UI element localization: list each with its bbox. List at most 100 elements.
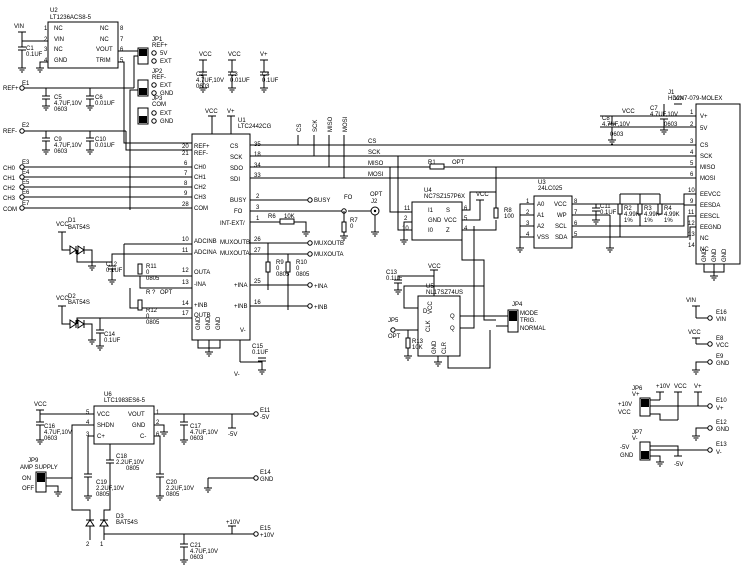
u2-pin1-num: 1 <box>44 26 48 32</box>
u1-pin3-num: 3 <box>256 205 260 211</box>
e16-ref: E16 <box>716 310 727 316</box>
u1-pin21-name: REF- <box>194 151 208 157</box>
bus-cs: CS <box>297 124 303 132</box>
j1-pin3-name: CS <box>700 143 708 149</box>
u1-pin11-name: ADCINA <box>194 250 217 256</box>
u6-pin3-name: C+ <box>97 434 105 440</box>
u3-pin6-name: SCL <box>555 224 567 230</box>
u5-pin-qbar: Q <box>450 326 455 332</box>
j1-gnd-2: GND <box>712 248 718 262</box>
jp5-label: OPT <box>388 334 401 340</box>
jp9-amp-supply: JP9 AMP SUPPLY ON OFF <box>20 458 72 497</box>
u1-pin25-num: 25 <box>254 279 261 285</box>
jp3-label: COM <box>152 102 166 108</box>
j1-pin4-num: 4 <box>690 150 694 156</box>
c11-ref: C11 <box>600 204 611 210</box>
ch3-net: CH3 <box>3 196 16 202</box>
u1-pin16-num: 16 <box>254 300 261 306</box>
j1-pin9-name: EESDA <box>700 203 720 209</box>
j1-header: J1 HD2X7-079-MOLEX 1 V+ 2 5V 3 CS 4 SCK … <box>600 90 741 281</box>
u5-ref: U5 <box>426 284 434 290</box>
j1-pin11-num: 11 <box>688 210 695 216</box>
c3-rail: VCC <box>228 52 241 58</box>
c2-rail: VCC <box>199 52 212 58</box>
u2-pin6-num: 6 <box>120 47 124 53</box>
jp6-rail1: +10V <box>656 384 670 390</box>
e9-ref: E9 <box>716 354 724 360</box>
u4-pin6-name: S <box>446 208 450 214</box>
c20-pkg: 0805 <box>166 492 180 498</box>
u1-pin11-num: 11 <box>182 248 189 254</box>
c16-pkg: 0603 <box>44 436 58 442</box>
r12-pkg: 0805 <box>146 320 160 326</box>
jp6-a: +10V <box>618 402 632 408</box>
u1-pin14-num: 14 <box>182 301 189 307</box>
u3-pin7-num: 7 <box>574 210 578 216</box>
u1-pin10-name: ADCINB <box>194 239 217 245</box>
u5-vcc-rail: VCC <box>428 264 441 270</box>
u1-pin9-name: CH3 <box>194 195 207 201</box>
d3-ref: D3 <box>116 514 124 520</box>
u1-pin7-num: 7 <box>184 171 188 177</box>
u1-bottom-gnd-1: GND <box>196 316 202 330</box>
c13-value: 0.1UF <box>386 276 403 282</box>
u6-pin5-num: 5 <box>86 410 90 416</box>
u1-pin1-num: 1 <box>256 216 260 222</box>
u4-pin11-num: 11 <box>404 206 411 212</box>
r10-pkg: 0805 <box>296 272 310 278</box>
u3-pin7-name: WP <box>557 213 567 219</box>
u1-pin17-num: 17 <box>182 311 189 317</box>
jp3-ref: JP3 <box>152 96 163 102</box>
u2-pin5-name: TRIM <box>96 58 111 64</box>
jp6-rail2: VCC <box>674 384 687 390</box>
c7-pkg: 0603 <box>664 122 678 128</box>
e14-ref: E14 <box>260 470 271 476</box>
c8-value: 4.7UF,10V <box>602 122 630 128</box>
c5-ref: C5 <box>54 95 62 101</box>
c20-value: 2.2UF,10V <box>166 486 194 492</box>
u2-ref: U2 <box>50 8 58 14</box>
u1-pin16-name: +INB <box>234 304 248 310</box>
u3-pin8-name: VCC <box>554 202 567 208</box>
r9-value: 0 <box>276 266 280 272</box>
ch0-net: CH0 <box>3 166 16 172</box>
jp2-label: REF- <box>152 75 166 81</box>
vin-rail-label: VIN <box>686 298 696 304</box>
j1-pin2-name: 5V <box>700 126 707 132</box>
e7-ref: E7 <box>22 201 30 207</box>
top-decoupling: VCC C2 4.7UF,10V 0603 VCC C3 0.01UF V+ C… <box>196 52 279 93</box>
u1-pin18-num: 18 <box>254 152 261 158</box>
u1-top-vplus: V+ <box>227 109 235 115</box>
e13-net: V- <box>716 450 722 456</box>
u4-pin6-num: 6 <box>464 206 468 212</box>
jp7-rail: -5V <box>674 462 683 468</box>
e3-ref: E3 <box>22 160 30 166</box>
net-miso: MISO <box>368 161 384 167</box>
u1-pin27-num: 27 <box>254 248 261 254</box>
e1-ref: E1 <box>22 81 30 87</box>
c17-value: 4.7UF,10V <box>190 430 218 436</box>
c18-ref: C18 <box>116 454 128 460</box>
u1-pin26-num: 26 <box>254 237 261 243</box>
j1-body[interactable] <box>695 103 741 265</box>
j1-pin5-num: 5 <box>690 161 694 167</box>
u6-part: LTC1983ES6-5 <box>104 398 146 404</box>
u1-pin6-num: 6 <box>184 161 188 167</box>
c19-pkg: 0805 <box>96 492 110 498</box>
u5-part: NL17SZ74US <box>426 290 463 296</box>
u6-pin1-num: 1 <box>156 410 160 416</box>
u5-body <box>417 295 461 357</box>
e10-net: V+ <box>716 406 724 412</box>
e2-net: REF- <box>3 129 17 135</box>
reference-jumpers: JP1 REF+ 5V EXT JP2 REF- EXT GND JP3 COM… <box>137 37 174 125</box>
net-cs: CS <box>368 139 376 145</box>
j1-pin14-name: NC <box>700 247 709 253</box>
u6-pin2-name: GND <box>132 423 146 429</box>
c17-ref: C17 <box>190 424 202 430</box>
u4-ref: U4 <box>424 188 432 194</box>
c14-ref: C14 <box>104 332 116 338</box>
j1-gnd-1: GND <box>702 248 708 262</box>
busy-net: BUSY <box>314 198 330 204</box>
j1-pin13-num: 13 <box>688 232 695 238</box>
r3-ref: R3 <box>644 206 652 212</box>
